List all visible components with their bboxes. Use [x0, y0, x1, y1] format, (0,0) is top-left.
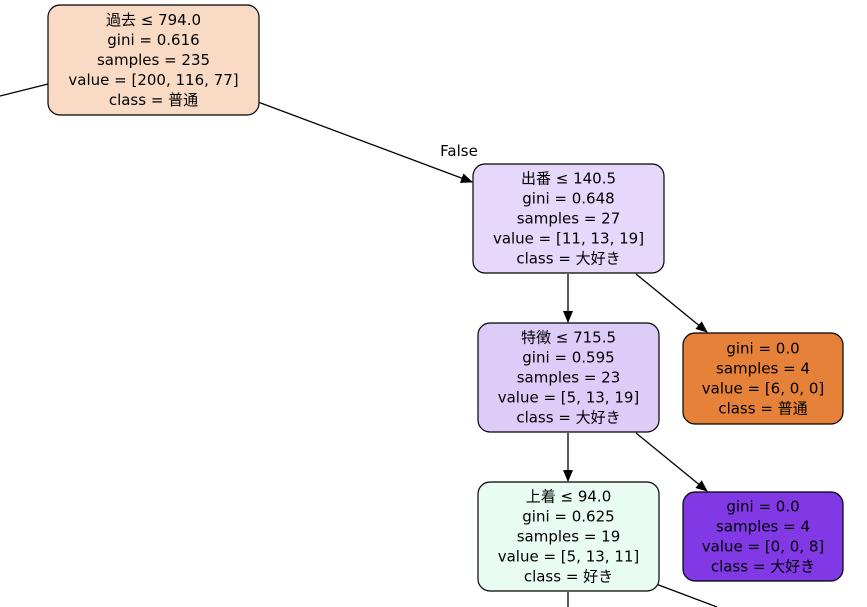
node-line: samples = 235	[97, 51, 210, 69]
node-line: samples = 19	[517, 528, 621, 546]
node-line: gini = 0.0	[726, 340, 799, 358]
tree-node-n2: 特徴 ≤ 715.5 gini = 0.595 samples = 23 value …	[477, 322, 660, 433]
node-line: 出番 ≤ 140.5	[521, 170, 616, 188]
edge-label-false: False	[440, 142, 478, 160]
node-line: class = 好き	[524, 568, 613, 586]
tree-node-root: 過去 ≤ 794.0 gini = 0.616 samples = 235 value…	[47, 4, 260, 116]
node-line: gini = 0.648	[522, 190, 614, 208]
node-line: 上着 ≤ 94.0	[526, 488, 612, 506]
node-line: gini = 0.625	[522, 508, 614, 526]
edge-root-to-n1	[257, 101, 473, 183]
node-line: gini = 0.595	[522, 349, 614, 367]
node-line: class = 大好き	[711, 558, 815, 576]
node-line: 過去 ≤ 794.0	[106, 11, 201, 29]
node-line: samples = 4	[716, 518, 810, 536]
node-box	[47, 4, 260, 116]
edges	[0, 83, 718, 607]
node-line: value = [200, 116, 77]	[68, 71, 238, 89]
edge-offscreen-to-root	[0, 83, 49, 97]
node-line: samples = 27	[517, 210, 621, 228]
node-line: value = [5, 13, 11]	[498, 548, 640, 566]
node-line: class = 普通	[109, 91, 198, 109]
node-line: samples = 23	[517, 369, 621, 387]
node-box	[477, 322, 660, 433]
node-line: gini = 0.616	[107, 31, 199, 49]
node-box	[472, 163, 665, 274]
node-box	[477, 481, 660, 592]
node-line: class = 普通	[718, 400, 807, 418]
tree-node-n3: 上着 ≤ 94.0 gini = 0.625 samples = 19 value =…	[477, 481, 660, 592]
edge-n2-to-leaf2	[635, 432, 708, 492]
node-line: value = [5, 13, 19]	[498, 389, 640, 407]
node-line: value = [6, 0, 0]	[702, 380, 824, 398]
node-box	[682, 491, 844, 582]
node-line: samples = 4	[716, 360, 810, 378]
tree-node-leaf2: gini = 0.0 samples = 4 value = [0, 0, 8] cl…	[682, 491, 844, 582]
node-line: class = 大好き	[516, 250, 620, 268]
tree-node-n1: 出番 ≤ 140.5 gini = 0.648 samples = 27 value …	[472, 163, 665, 274]
tree-node-leaf1: gini = 0.0 samples = 4 value = [6, 0, 0] cl…	[682, 332, 844, 425]
node-line: value = [0, 0, 8]	[702, 538, 824, 556]
node-line: class = 大好き	[516, 409, 620, 427]
edge-n3-right	[655, 583, 718, 607]
node-line: 特徴 ≤ 715.5	[521, 329, 616, 347]
node-box	[682, 332, 844, 425]
node-line: gini = 0.0	[726, 498, 799, 516]
edge-n1-to-leaf1	[635, 273, 708, 333]
node-line: value = [11, 13, 19]	[493, 230, 644, 248]
